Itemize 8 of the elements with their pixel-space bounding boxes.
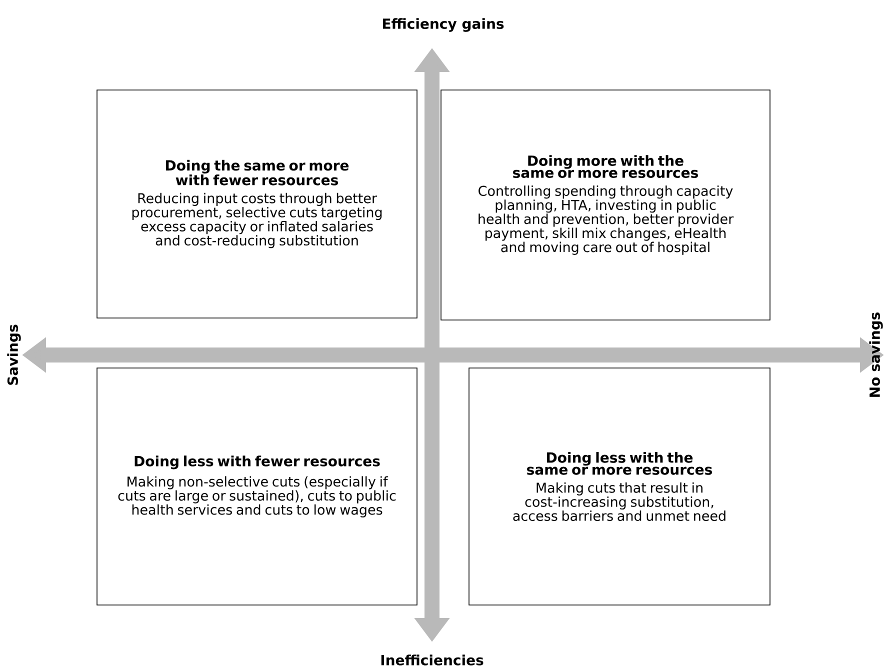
- axis-label: Inefficiencies: [381, 654, 484, 666]
- axis-label: Savings: [7, 324, 21, 385]
- quadrant-box: Doing the same or more with fewer resources Reducing input costs through better procurement, selective cuts targeting excess capacity or inflated salaries and cost-reducing substitution: [96, 90, 418, 318]
- axis-label: Efficiency gains: [383, 18, 504, 32]
- quadrant-box: Doing less with fewer resources Making non-selective cuts (especially if cuts are large or sustained), cuts to public health services and cuts to low wages: [96, 368, 418, 606]
- quadrant-box: Doing more with the same or more resources Controlling spending through capacity planning, HTA, investing in public health and prevention, better provider payment, skill mix changes, eHealth and moving care out of hospital: [440, 90, 770, 320]
- quadrant-box: Doing less with the same or more resources Making cuts that result in cost-increasing substitution, access barriers and unmet need: [468, 368, 770, 606]
- axis-label: No savings: [869, 312, 883, 397]
